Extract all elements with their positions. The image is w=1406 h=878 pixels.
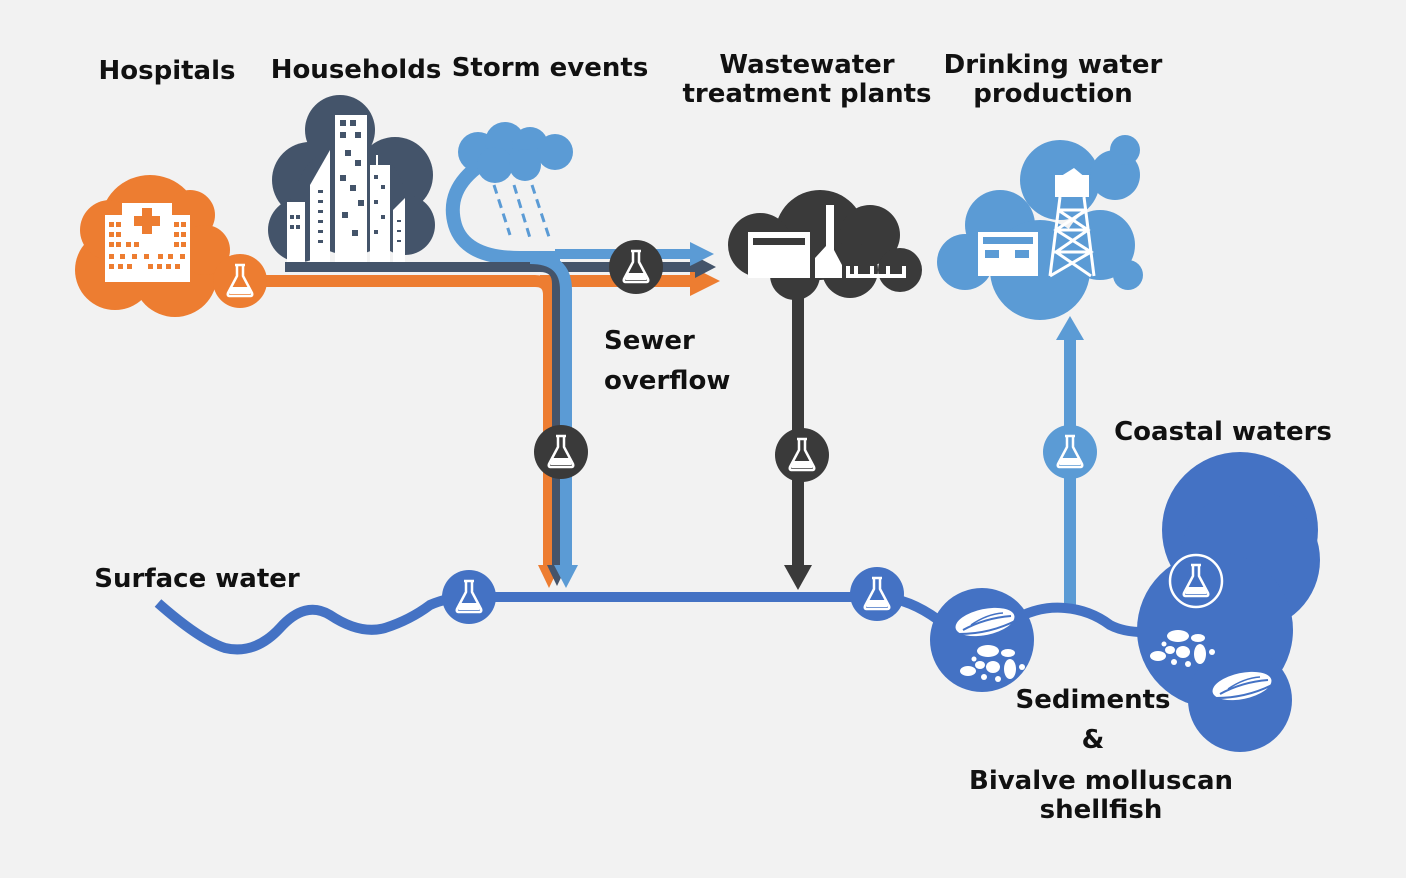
sampling-point-wwtp-effluent[interactable] [775,428,829,482]
city-buildings-icon [268,95,435,264]
label-ampersand: & [1082,725,1105,755]
arrow-icon [695,256,716,278]
arrow-icon [554,565,578,588]
label-coastal-waters: Coastal waters [1114,417,1332,447]
label-sediments: Sediments [1015,685,1170,715]
label-households: Households [271,55,442,85]
sampling-point-drinking-intake[interactable] [1043,425,1097,479]
sampling-point-wwtp-influent[interactable] [609,240,663,294]
water-tower-icon [937,135,1143,320]
surface-water-river [154,588,1151,692]
label-drinking-2: production [973,79,1133,109]
label-surface-water: Surface water [94,564,300,594]
household-flow [285,256,716,586]
treatment-plant-icon [728,190,922,300]
sampling-point-surface-water-upstream[interactable] [442,570,496,624]
label-sewer-1: Sewer [604,326,695,356]
hospital-icon [75,175,230,317]
wwtp-effluent-flow [784,285,812,590]
label-bivalve-2: shellfish [1040,795,1163,825]
hospital-flow [210,266,720,588]
sampling-point-sewer-overflow[interactable] [534,425,588,479]
arrow-icon [690,242,714,266]
label-wwtp-2: treatment plants [682,79,931,109]
label-storm-events: Storm events [452,53,649,83]
coastal-waters-blob [1137,452,1320,752]
label-sewer-2: overflow [604,366,730,396]
sampling-point-hospital[interactable] [213,254,267,308]
arrow-icon [784,565,812,590]
label-bivalve-1: Bivalve molluscan [969,766,1233,796]
sampling-point-coastal[interactable] [1168,553,1224,609]
rain-cloud-icon [445,122,573,265]
label-drinking-1: Drinking water [944,50,1163,80]
label-hospitals: Hospitals [99,56,236,86]
sampling-point-surface-water-downstream[interactable] [850,567,904,621]
label-wwtp-1: Wastewater [719,50,894,80]
arrow-icon [1056,316,1084,340]
